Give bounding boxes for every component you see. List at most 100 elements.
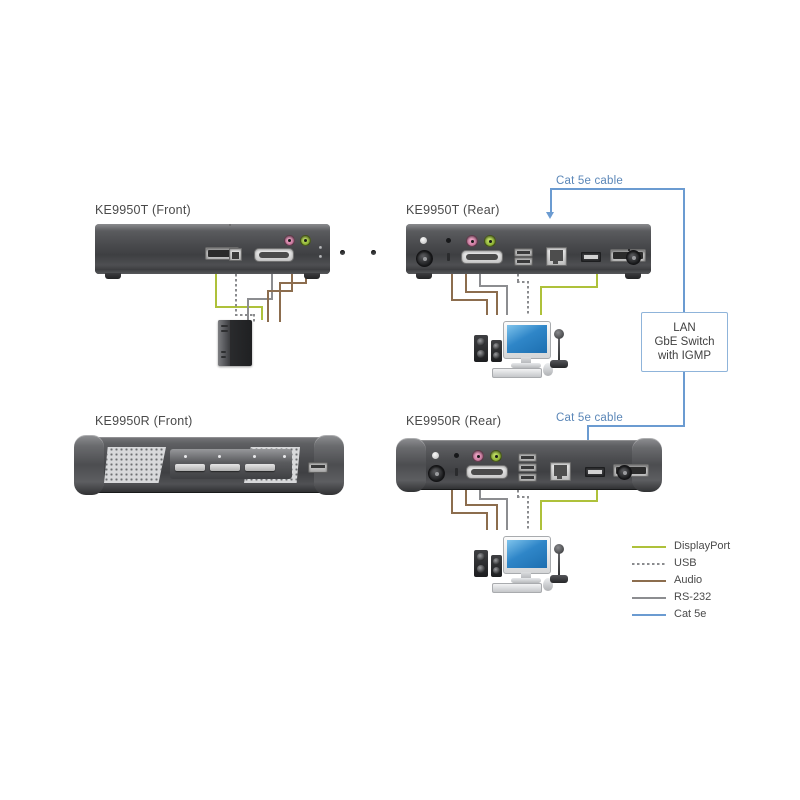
rx-front-button-3[interactable] — [245, 464, 275, 471]
tx-rear-switch — [447, 253, 450, 261]
tx-rear-power-led — [420, 237, 427, 244]
tx-rear-expansion-slot — [581, 252, 601, 262]
rx-front-led-2 — [218, 455, 221, 458]
monitor-screen — [507, 325, 547, 353]
legend-label-usb: USB — [674, 557, 697, 569]
rx-rear-switch — [455, 468, 458, 476]
rx-front-bracket-left — [74, 435, 104, 495]
legend: DisplayPort USB Audio RS-232 Cat 5e — [632, 540, 762, 622]
cable-label-cat5e-bottom: Cat 5e cable — [556, 412, 623, 424]
microphone-base — [550, 360, 568, 368]
tx-rear-serial-db9 — [461, 250, 503, 264]
cable-rs232-txfront-h — [247, 298, 273, 300]
legend-item-cat5e: Cat 5e — [632, 608, 762, 622]
lan-switch-line1: LAN — [673, 322, 696, 334]
tx-rear-audio-line-jack — [484, 235, 496, 247]
microphone-head-rx — [554, 544, 564, 554]
tx-rear-rj45-lan-port — [546, 247, 567, 266]
rx-rear-rj45-lan-port — [550, 462, 571, 481]
rx-rear-expansion-slot — [585, 467, 605, 477]
microphone-stem-rx — [558, 550, 560, 576]
tx-front-top-edge — [95, 224, 330, 231]
cable-dp-txrear-h1 — [540, 286, 598, 288]
tx-rear-foot-left — [416, 273, 432, 279]
cable-audio2-rxrear-h1 — [465, 504, 498, 506]
monitor-stand-base-rx — [511, 578, 541, 583]
rx-rear-audio-line-jack — [490, 450, 502, 462]
cable-dp-txfront-v1 — [215, 274, 217, 306]
rx-rear-power-jack — [428, 465, 445, 482]
cable-cat5e-rx-horiz — [587, 425, 685, 427]
device-rx-rear — [396, 438, 662, 492]
device-label-tx-front: KE9950T (Front) — [95, 203, 191, 217]
cable-rs232-txrear-v1 — [479, 274, 481, 285]
cable-usb-txfront-v1 — [235, 274, 237, 314]
cable-label-cat5e-top: Cat 5e cable — [556, 175, 623, 187]
tx-front-led-2 — [319, 255, 322, 258]
tx-front-reset-hole — [340, 250, 345, 255]
microphone-base-rx — [550, 575, 568, 583]
legend-swatch-displayport — [632, 546, 666, 548]
cable-usb-txrear-h1 — [517, 281, 529, 283]
rx-front-led-1 — [184, 455, 187, 458]
legend-label-cat5e: Cat 5e — [674, 608, 707, 620]
cable-audio-rxrear-h1 — [451, 512, 488, 514]
monitor-stand-neck-rx — [521, 572, 531, 579]
monitor-screen-rx — [507, 540, 547, 568]
cable-audio-pink-txfront-v2 — [267, 290, 269, 322]
cable-usb-rxrear-h1 — [517, 496, 529, 498]
device-rx-front — [74, 435, 344, 495]
rx-rear-audio-mic-jack — [472, 450, 484, 462]
tx-rear-usb-port-2 — [514, 257, 533, 266]
speaker-right — [491, 340, 502, 362]
cable-rs232-rxrear-v2 — [506, 498, 508, 530]
legend-swatch-cat5e — [632, 614, 666, 616]
cable-audio-txrear-v2 — [486, 299, 488, 315]
cable-audio2-rxrear-v2 — [496, 504, 498, 530]
cable-audio2-txrear-v2 — [496, 291, 498, 315]
rx-rear-reset-button — [454, 453, 459, 458]
rx-front-vent-left — [104, 447, 166, 483]
cable-rs232-txfront-v2 — [247, 298, 249, 322]
peripheral-group-rx — [470, 528, 575, 594]
tx-rear-foot-right — [625, 273, 641, 279]
cable-usb-txrear-v2 — [527, 281, 529, 315]
tx-front-foot-left — [105, 273, 121, 279]
rx-rear-power-led — [432, 452, 439, 459]
tower-front-panel — [218, 320, 230, 366]
rx-front-led-4 — [283, 455, 286, 458]
tx-rear-usb-port-1 — [514, 248, 533, 257]
cable-dp-txrear-v2 — [540, 286, 542, 315]
cable-dp-txrear-v1 — [596, 274, 598, 286]
cable-cat5e-tx-top — [550, 188, 685, 190]
cable-cat5e-lan-down — [683, 370, 685, 425]
tower-port-2 — [221, 356, 226, 358]
legend-label-rs232: RS-232 — [674, 591, 712, 603]
cable-rs232-rxrear-h1 — [479, 498, 508, 500]
rx-front-led-3 — [253, 455, 256, 458]
device-label-rx-front: KE9950R (Front) — [95, 414, 193, 428]
legend-item-usb: USB — [632, 557, 762, 571]
tx-front-usb-ghost — [229, 224, 231, 226]
tower-drive-1 — [221, 325, 228, 327]
cable-dp-rxrear-h1 — [540, 500, 598, 502]
mouse-rx — [543, 578, 553, 591]
speaker-left-rx — [474, 550, 488, 577]
monitor-stand-base — [511, 363, 541, 368]
rx-rear-usb-port-3 — [518, 473, 537, 482]
cable-rs232-txfront-v1 — [271, 274, 273, 298]
computer-tower — [218, 320, 252, 366]
lan-switch-line2: GbE Switch — [654, 336, 715, 348]
tx-rear-audio-mic-jack — [466, 235, 478, 247]
cable-audio-green-txfront-h — [279, 282, 307, 284]
rx-front-button-2[interactable] — [210, 464, 240, 471]
rx-front-button-1[interactable] — [175, 464, 205, 471]
tx-rear-reset-button — [446, 238, 451, 243]
cable-usb-txfront-v2 — [253, 314, 255, 322]
cable-dp-txfront-h — [215, 306, 263, 308]
speaker-right-rx — [491, 555, 502, 577]
cable-cat5e-rx-stem — [587, 425, 589, 449]
rx-rear-usb-port-1 — [518, 453, 537, 462]
rx-rear-bracket-left — [396, 438, 426, 492]
